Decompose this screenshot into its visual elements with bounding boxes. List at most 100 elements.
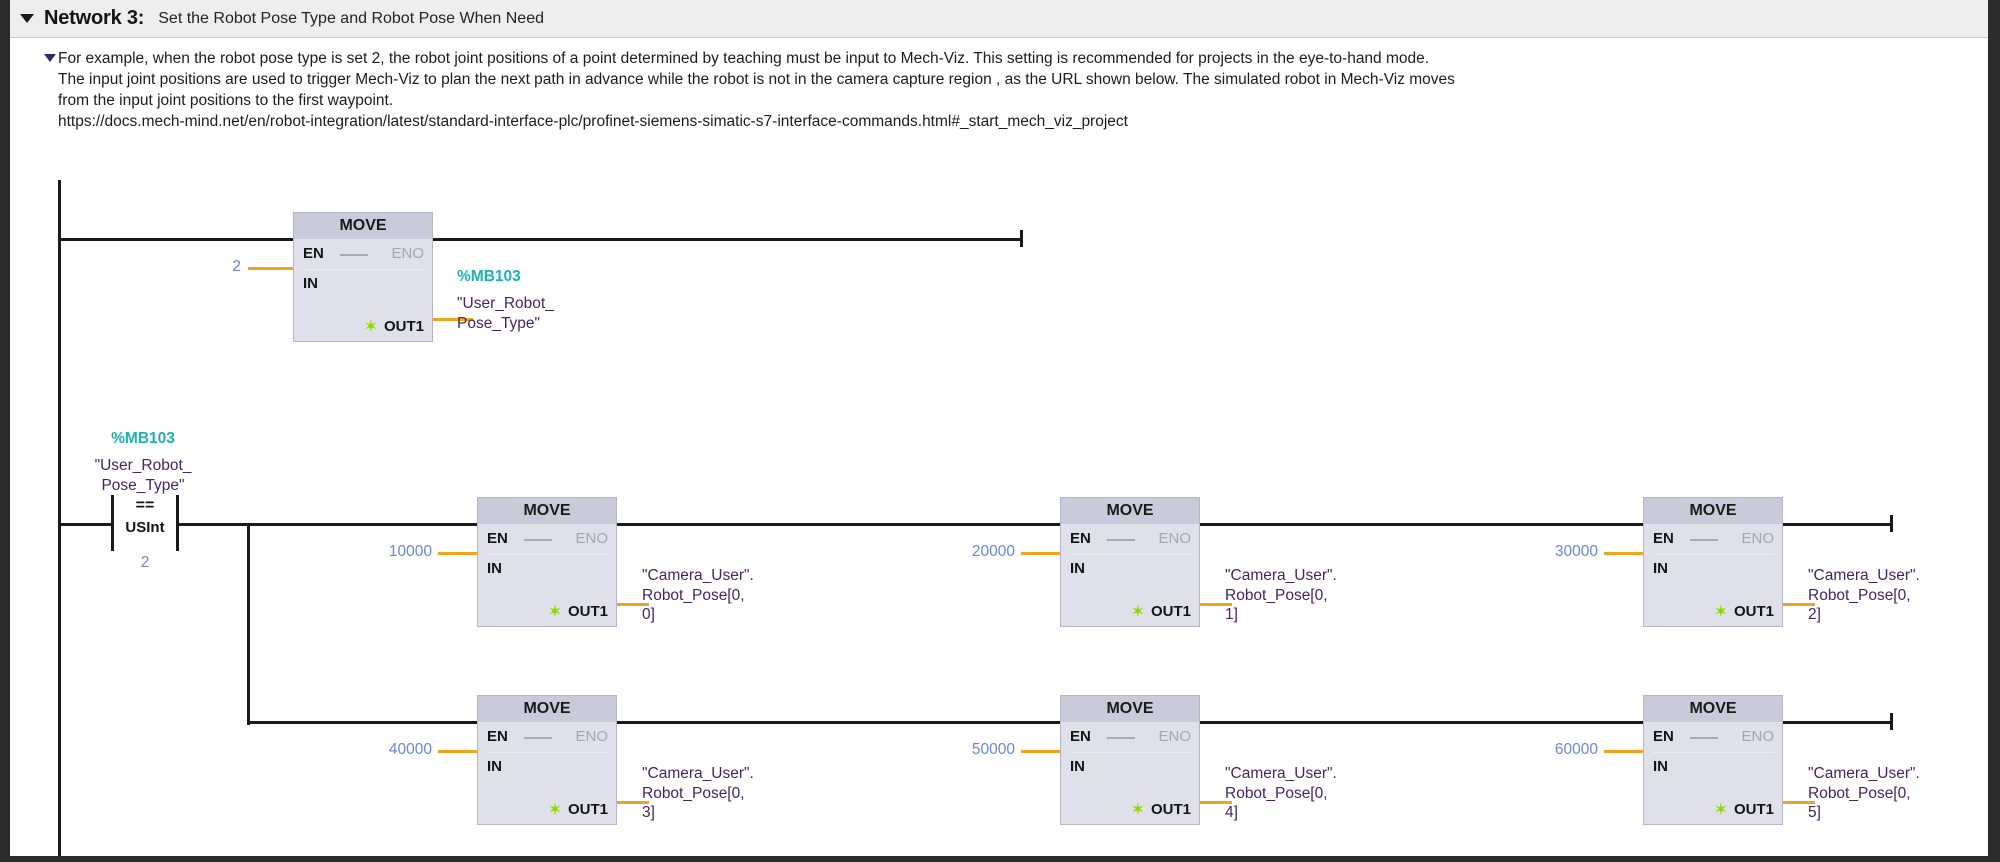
contact-operator: == [135,497,155,514]
move-block-body: EN ENO IN ✶ OUT1 [477,524,617,627]
move-eno-label[interactable]: ENO [391,245,424,262]
move-out1-label[interactable]: OUT1 [1733,603,1774,620]
move-block-pose-type[interactable]: MOVE EN ENO IN ✶ OUT1 [293,212,433,342]
move-2-in-value[interactable]: 30000 [1554,543,1598,560]
move-en-label[interactable]: EN [487,530,508,547]
move-out1-label[interactable]: OUT1 [567,801,608,818]
comment-line-url: https://docs.mech-mind.net/en/robot-inte… [58,113,1128,130]
contact-tag-line2: Pose_Type" [101,476,185,494]
rung1-out-address[interactable]: %MB103 [457,268,521,285]
move-5-out-tag[interactable]: "Camera_User". Robot_Pose[0, 5] [1808,764,1920,823]
move-block-robot-pose-4[interactable]: MOVE EN ENO IN ✶ OUT1 [1060,695,1200,825]
move-0-tag-line1: "Camera_User". [642,567,754,584]
rung1-wire-right [432,238,1022,241]
move-eno-label[interactable]: ENO [1741,530,1774,547]
move-block-title: MOVE [477,497,617,524]
move-in-label[interactable]: IN [487,560,502,577]
en-eno-divider [1107,539,1135,541]
comment-text[interactable]: For example, when the robot pose type is… [58,48,1455,132]
move-en-label[interactable]: EN [303,245,324,262]
move-2-out-connector [1783,603,1815,606]
network-title[interactable]: Set the Robot Pose Type and Robot Pose W… [158,9,544,27]
move-2-tag-line1: "Camera_User". [1808,567,1920,584]
move-en-label[interactable]: EN [1653,728,1674,745]
move-in-label[interactable]: IN [487,758,502,775]
move-3-in-value[interactable]: 40000 [388,741,432,758]
move-en-label[interactable]: EN [487,728,508,745]
move-5-out-connector [1783,801,1815,804]
contact-tag[interactable]: "User_Robot_ Pose_Type" [58,456,228,495]
move-3-in-connector [438,750,477,753]
move-block-body: EN ENO IN ✶ OUT1 [1060,524,1200,627]
move-block-title: MOVE [1060,695,1200,722]
rung1-out-tag[interactable]: "User_Robot_ Pose_Type" [457,294,554,333]
move-en-label[interactable]: EN [1653,530,1674,547]
move-out1-label[interactable]: OUT1 [567,603,608,620]
move-block-robot-pose-5[interactable]: MOVE EN ENO IN ✶ OUT1 [1643,695,1783,825]
network-label: Network 3: [44,7,145,29]
move-block-title: MOVE [293,212,433,239]
compare-contact-equal[interactable]: == USInt [111,495,179,551]
rung2-rowB-wire-0 [247,721,477,724]
move-body-rule [487,752,609,753]
move-5-tag-line1: "Camera_User". [1808,765,1920,782]
move-in-label[interactable]: IN [303,275,318,292]
en-eno-divider [1690,539,1718,541]
asterisk-modified-icon: ✶ [547,602,562,621]
move-eno-label[interactable]: ENO [575,530,608,547]
move-block-robot-pose-3[interactable]: MOVE EN ENO IN ✶ OUT1 [477,695,617,825]
move-en-label[interactable]: EN [1070,728,1091,745]
asterisk-modified-icon: ✶ [547,800,562,819]
move-3-tag-line2: Robot_Pose[0, [642,784,745,802]
move-2-out-tag[interactable]: "Camera_User". Robot_Pose[0, 2] [1808,566,1920,625]
move-en-label[interactable]: EN [1070,530,1091,547]
move-eno-label[interactable]: ENO [1741,728,1774,745]
move-eno-label[interactable]: ENO [575,728,608,745]
move-out1-label[interactable]: OUT1 [383,318,424,335]
move-1-in-value[interactable]: 20000 [971,543,1015,560]
network-collapse-toggle[interactable] [10,14,44,23]
move-eno-label[interactable]: ENO [1158,728,1191,745]
contact-operand[interactable]: 2 [140,554,150,571]
network-comment: For example, when the robot pose type is… [10,40,1988,132]
en-eno-divider [1690,737,1718,739]
move-0-in-value[interactable]: 10000 [388,543,432,560]
move-in-label[interactable]: IN [1653,758,1668,775]
move-out1-label[interactable]: OUT1 [1150,801,1191,818]
move-eno-label[interactable]: ENO [1158,530,1191,547]
asterisk-modified-icon: ✶ [1130,800,1145,819]
rung2-wire-contact-to-branch [179,523,249,526]
en-eno-divider [524,737,552,739]
rung1-end-cap [1020,230,1023,247]
move-out1-label[interactable]: OUT1 [1150,603,1191,620]
contact-bar-right [176,495,179,551]
move-1-in-connector [1021,552,1060,555]
rung1-in-value[interactable]: 2 [232,258,241,275]
rung2-rowB-wire-3 [1782,721,1892,724]
move-1-tag-line3: 1] [1225,606,1238,623]
move-1-tag-line1: "Camera_User". [1225,567,1337,584]
contact-address[interactable]: %MB103 [111,430,175,447]
en-eno-divider [524,539,552,541]
move-3-out-connector [617,801,649,804]
move-4-out-tag[interactable]: "Camera_User". Robot_Pose[0, 4] [1225,764,1337,823]
move-out1-label[interactable]: OUT1 [1733,801,1774,818]
move-4-tag-line2: Robot_Pose[0, [1225,784,1328,802]
move-4-in-value[interactable]: 50000 [971,741,1015,758]
en-eno-divider [1107,737,1135,739]
move-1-out-tag[interactable]: "Camera_User". Robot_Pose[0, 1] [1225,566,1337,625]
move-0-out-tag[interactable]: "Camera_User". Robot_Pose[0, 0] [642,566,754,625]
move-block-robot-pose-2[interactable]: MOVE EN ENO IN ✶ OUT1 [1643,497,1783,627]
move-in-label[interactable]: IN [1070,560,1085,577]
move-block-robot-pose-0[interactable]: MOVE EN ENO IN ✶ OUT1 [477,497,617,627]
move-2-tag-line3: 2] [1808,606,1821,623]
triangle-down-icon [44,54,56,62]
comment-collapse-toggle[interactable] [10,48,58,132]
move-in-label[interactable]: IN [1653,560,1668,577]
move-3-out-tag[interactable]: "Camera_User". Robot_Pose[0, 3] [642,764,754,823]
move-in-label[interactable]: IN [1070,758,1085,775]
move-block-robot-pose-1[interactable]: MOVE EN ENO IN ✶ OUT1 [1060,497,1200,627]
move-5-in-value[interactable]: 60000 [1554,741,1598,758]
comment-line-1: For example, when the robot pose type is… [58,50,1430,67]
